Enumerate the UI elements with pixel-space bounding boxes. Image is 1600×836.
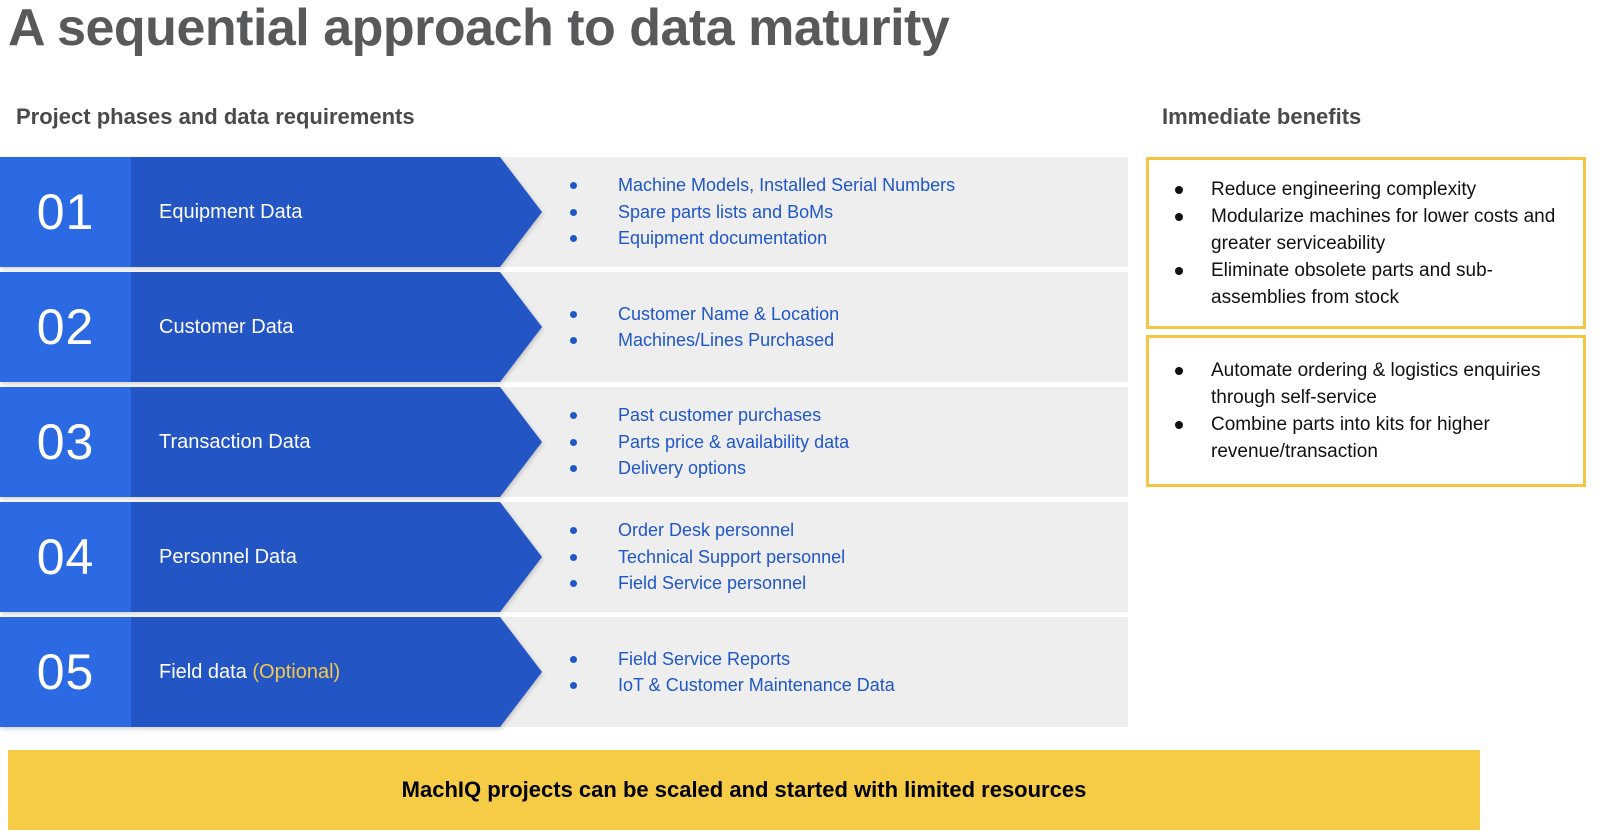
phase-label-block: Customer Data <box>131 272 542 382</box>
phase-label-text: Field data <box>159 660 253 683</box>
phase-label-block: Transaction Data <box>131 387 542 497</box>
page-title: A sequential approach to data maturity <box>8 0 950 57</box>
list-item: Field Service Reports <box>560 646 895 673</box>
list-item: Eliminate obsolete parts and sub-assembl… <box>1159 257 1569 311</box>
phase-arrow-02: 02 Customer Data <box>0 272 542 382</box>
phase-row: 05 Field data (Optional) Field Service Rep… <box>0 617 1128 727</box>
phase-arrow-04: 04 Personnel Data <box>0 502 542 612</box>
phase-label: Personnel Data <box>131 546 297 569</box>
list-item: Past customer purchases <box>560 402 849 429</box>
phase-label: Customer Data <box>131 316 294 339</box>
phase-number: 05 <box>36 644 95 700</box>
phase-number-block: 04 <box>0 502 131 612</box>
phase-number: 03 <box>36 414 95 470</box>
list-item: Reduce engineering complexity <box>1159 176 1569 203</box>
list-item: Order Desk personnel <box>560 517 845 544</box>
phase-label: Equipment Data <box>131 201 302 224</box>
list-item: Delivery options <box>560 455 849 482</box>
phase-number-block: 03 <box>0 387 131 497</box>
phase-arrow-01: 01 Equipment Data <box>0 157 542 267</box>
phase-number-block: 05 <box>0 617 131 727</box>
phase-label: Transaction Data <box>131 431 311 454</box>
phase-label-text: Personnel Data <box>159 545 297 568</box>
footer-banner: MachIQ projects can be scaled and starte… <box>8 750 1480 830</box>
footer-banner-text: MachIQ projects can be scaled and starte… <box>401 777 1087 802</box>
list-item: Field Service personnel <box>560 570 845 597</box>
list-item: Combine parts into kits for higher reven… <box>1159 411 1569 465</box>
list-item: Spare parts lists and BoMs <box>560 199 955 226</box>
section-heading-benefits: Immediate benefits <box>1162 104 1362 129</box>
phase-number: 01 <box>36 184 95 240</box>
phase-label-text: Equipment Data <box>159 200 303 223</box>
phase-number-block: 02 <box>0 272 131 382</box>
phase-label-text: Transaction Data <box>159 430 311 453</box>
list-item: Machine Models, Installed Serial Numbers <box>560 172 955 199</box>
phase-row: 03 Transaction Data Past customer purchase… <box>0 387 1128 497</box>
phase-list: 01 Equipment Data Machine Models, Installe… <box>0 157 1128 727</box>
phase-label-text: Customer Data <box>159 315 294 338</box>
list-item: Modularize machines for lower costs and … <box>1159 203 1569 257</box>
benefit-box-secondary: Automate ordering & logistics enquiries … <box>1146 335 1586 487</box>
phase-number: 02 <box>36 299 95 355</box>
phase-arrow-03: 03 Transaction Data <box>0 387 542 497</box>
phase-arrow-05: 05 Field data (Optional) <box>0 617 542 727</box>
phase-number: 04 <box>36 529 95 585</box>
phase-label: Field data (Optional) <box>131 661 340 684</box>
phase-label-block: Personnel Data <box>131 502 542 612</box>
list-item: Customer Name & Location <box>560 301 839 328</box>
list-item: Parts price & availability data <box>560 429 849 456</box>
list-item: IoT & Customer Maintenance Data <box>560 672 895 699</box>
list-item: Automate ordering & logistics enquiries … <box>1159 357 1569 411</box>
phase-number-block: 01 <box>0 157 131 267</box>
phase-label-block: Field data (Optional) <box>131 617 542 727</box>
section-heading-phases: Project phases and data requirements <box>16 104 415 129</box>
phase-label-block: Equipment Data <box>131 157 542 267</box>
list-item: Equipment documentation <box>560 225 955 252</box>
phase-optional-tag: (Optional) <box>252 660 341 683</box>
list-item: Technical Support personnel <box>560 544 845 571</box>
phase-requirements-list: Machine Models, Installed Serial Numbers… <box>560 157 955 267</box>
benefit-list: Automate ordering & logistics enquiries … <box>1149 357 1583 465</box>
list-item: Machines/Lines Purchased <box>560 327 839 354</box>
phase-row: 01 Equipment Data Machine Models, Installe… <box>0 157 1128 267</box>
